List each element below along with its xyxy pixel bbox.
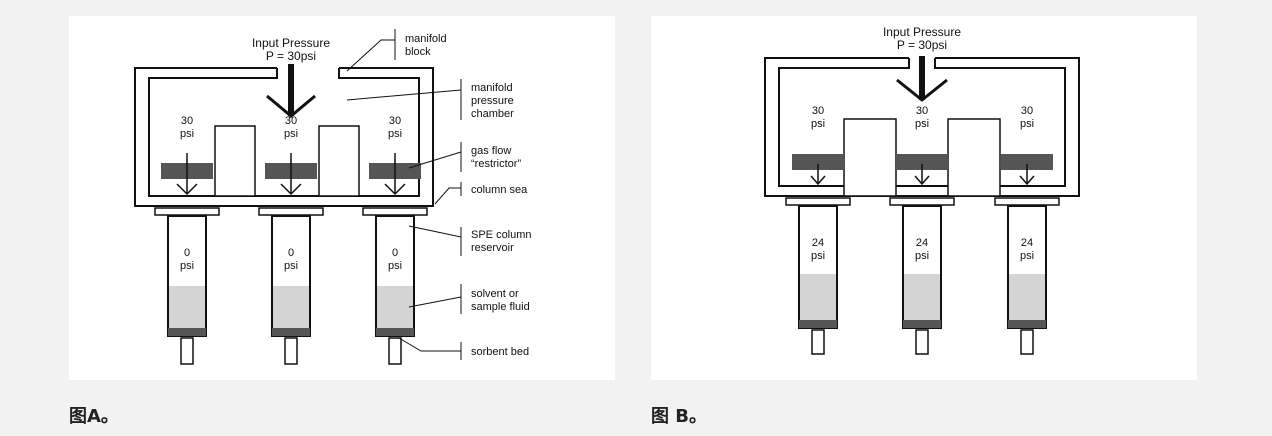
callout-leaders (346, 29, 462, 360)
column-pressure-unit: psi (284, 260, 298, 272)
figure-a-caption: 图A。 (69, 406, 119, 427)
column-pressure-unit: psi (811, 250, 825, 262)
input-pressure-title: Input Pressure (252, 36, 330, 50)
input-arrow (266, 64, 316, 118)
gas-flow-restrictor (792, 154, 844, 170)
column-seal (362, 207, 428, 216)
label-spe-reservoir: reservoir (471, 242, 514, 254)
figure-b-diagram: Input Pressure P = 30psi 30 psi 30 psi 3… (764, 25, 1080, 355)
input-arrow (896, 56, 948, 102)
chamber-pressure-value: 30 (1021, 105, 1033, 117)
column-pressure-value: 24 (812, 237, 824, 249)
manifold-block (764, 57, 1080, 197)
column-pressure-value: 0 (184, 247, 190, 259)
chamber-pressure-value: 30 (916, 105, 928, 117)
label-pressure-chamber: chamber (471, 108, 514, 120)
column-pressure-value: 0 (288, 247, 294, 259)
label-manifold-block: block (405, 46, 431, 58)
gas-flow-restrictor (896, 154, 948, 170)
label-sorbent-bed: sorbent bed (471, 346, 529, 358)
spe-column (271, 215, 311, 365)
spe-column (1007, 205, 1047, 355)
label-manifold-block: manifold (405, 33, 447, 45)
column-pressure-value: 0 (392, 247, 398, 259)
column-pressure-unit: psi (915, 250, 929, 262)
input-pressure-title: Input Pressure (883, 25, 961, 39)
label-restrictor: “restrictor” (471, 158, 521, 170)
gas-flow-restrictor (1001, 154, 1053, 170)
manifold-block-insert (214, 125, 256, 197)
column-pressure-value: 24 (1021, 237, 1033, 249)
label-spe-reservoir: SPE column (471, 229, 532, 241)
column-seal (785, 197, 851, 206)
label-pressure-chamber: pressure (471, 95, 514, 107)
chamber-pressure-unit: psi (284, 128, 298, 140)
chamber-pressure-unit: psi (811, 118, 825, 130)
chamber-pressure-unit: psi (180, 128, 194, 140)
column-pressure-unit: psi (180, 260, 194, 272)
column-pressure-value: 24 (916, 237, 928, 249)
manifold-block-insert (843, 118, 897, 197)
column-seal (994, 197, 1060, 206)
figure-b-caption: 图 B。 (651, 406, 707, 427)
column-seal (258, 207, 324, 216)
column-seal (889, 197, 955, 206)
label-sample-fluid: sample fluid (471, 301, 530, 313)
spe-column (902, 205, 942, 355)
label-restrictor: gas flow (471, 145, 511, 157)
figure-a-panel: Input Pressure P = 30psi 30 psi 30 psi 3… (69, 16, 615, 380)
column-pressure-unit: psi (388, 260, 402, 272)
label-pressure-chamber: manifold (471, 82, 513, 94)
manifold-block (134, 67, 434, 207)
column-pressure-unit: psi (1020, 250, 1034, 262)
label-sample-fluid: solvent or (471, 288, 519, 300)
label-column-seal: column sea (471, 184, 528, 196)
spe-column (375, 215, 415, 365)
column-seal (154, 207, 220, 216)
input-pressure-value: P = 30psi (266, 49, 316, 63)
chamber-pressure-unit: psi (915, 118, 929, 130)
chamber-pressure-unit: psi (1020, 118, 1034, 130)
chamber-pressure-value: 30 (181, 115, 193, 127)
input-pressure-value: P = 30psi (897, 38, 947, 52)
flow-arrow (176, 153, 406, 196)
manifold-block-insert (947, 118, 1001, 197)
chamber-pressure-value: 30 (285, 115, 297, 127)
spe-column (798, 205, 838, 355)
spe-column (167, 215, 207, 365)
manifold-block-insert (318, 125, 360, 197)
figure-a-diagram: Input Pressure P = 30psi 30 psi 30 psi 3… (134, 29, 532, 365)
flow-arrow (810, 164, 1035, 186)
chamber-pressure-unit: psi (388, 128, 402, 140)
chamber-pressure-value: 30 (389, 115, 401, 127)
chamber-pressure-value: 30 (812, 105, 824, 117)
figure-b-panel: Input Pressure P = 30psi 30 psi 30 psi 3… (651, 16, 1197, 380)
